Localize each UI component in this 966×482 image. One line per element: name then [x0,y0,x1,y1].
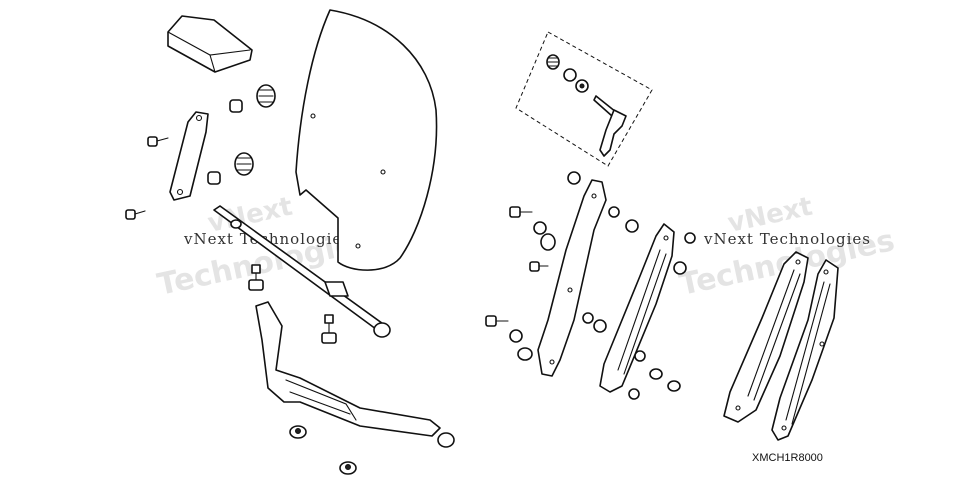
washer-c2 [673,261,687,275]
top-cover [167,15,253,73]
bolt-a5 [529,261,549,272]
collar-1 [229,99,243,113]
screw-2 [125,209,146,220]
windscreen [295,9,438,271]
nut-a8 [517,347,533,361]
mounting-rod [213,205,391,338]
detail-box [515,31,653,167]
washer-a7 [509,329,523,343]
nut-c5 [628,388,640,400]
slotted-plate-middle [599,223,675,393]
grommet-2 [234,152,254,176]
slotted-plate-right-b [771,259,839,441]
washer-c1 [684,232,696,244]
lower-stay [255,301,455,448]
bolt-a2 [509,206,533,218]
nut-c4 [667,380,681,392]
bolt-2 [321,314,337,344]
slotted-plate-right-a [723,251,809,423]
bolt-a6 [485,315,509,327]
nut-c3 [649,368,663,380]
side-bracket-plate [169,111,209,201]
washer-b4 [593,319,607,333]
washer-b2 [625,219,639,233]
stay-plate-left [537,179,607,377]
grommet-a4 [540,233,556,251]
washer-a3 [533,221,547,235]
diagram-code-label: XMCH1R8000 [752,452,823,464]
collar-2 [207,171,221,185]
grommet-1 [256,84,276,108]
screw-1 [147,136,169,147]
watermark-small: vNext Technologies [703,230,871,248]
washer-b3 [582,312,594,324]
washer-b1 [608,206,620,218]
bolt-1 [248,264,264,291]
nut-1 [289,425,307,439]
washer-a1 [567,171,581,185]
nut-2 [339,461,357,475]
